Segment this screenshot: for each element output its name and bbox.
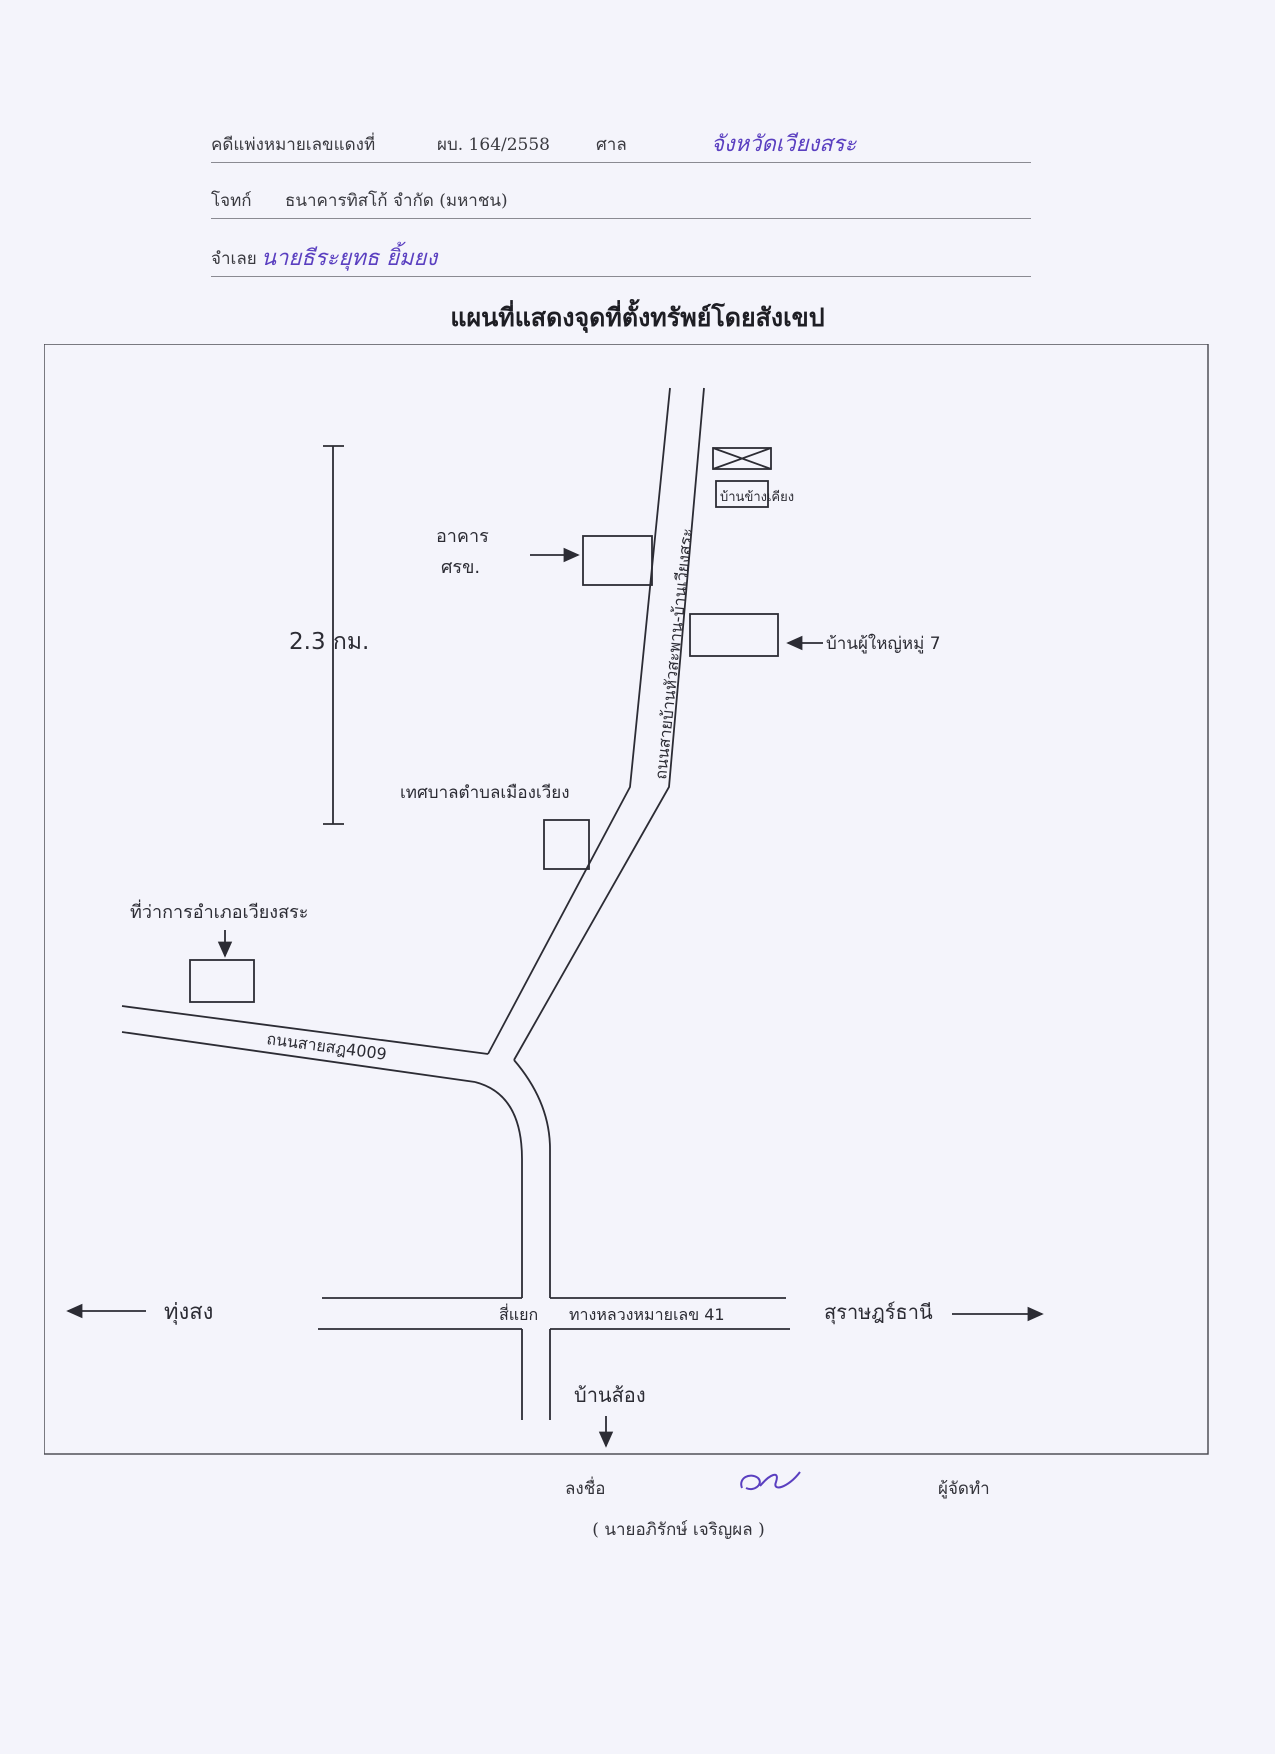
preparer-name: ( นายอภิรักษ์ เจริญผล ) [592,1520,765,1540]
neighbor-house-box [715,480,769,508]
case-number: ผบ. 164/2558 [437,135,550,155]
defendant-stamp: นายธีระยุทธ ยิ้มยง [261,246,438,271]
sign-label: ลงชื่อ [565,1479,606,1499]
village-head-label: บ้านผู้ใหญ่หมู่ 7 [826,633,941,654]
signature-mark [740,1471,801,1490]
court-label: ศาล [596,135,627,155]
defendant-field: จำเลย นายธีระยุทธ ยิ้มยง [211,236,1031,277]
preparer-role: ผู้จัดทำ [938,1479,990,1499]
district-office-label: ที่ว่าการอำเภอเวียงสระ [130,899,308,923]
scale-label: 2.3 กม. [289,629,369,655]
building-label: อาคาร [436,526,489,547]
property-plot [712,447,772,470]
east-direction-label: สุราษฎร์ธานี [824,1300,933,1325]
page-title: แผนที่แสดงจุดที่ตั้งทรัพย์โดยสังเขป [450,303,825,332]
main-road-edge-left [487,387,671,1055]
municipality-label: เทศบาลตำบลเมืองเวียง [400,783,570,803]
court-stamp: จังหวัดเวียงสระ [711,132,857,157]
case-label: คดีแพ่งหมายเลขแดงที่ [211,135,376,155]
village-head-house-box [689,613,779,657]
building-sub-label: ศรข. [441,557,480,578]
road-4009-label: ถนนสายสฎ4009 [265,1029,387,1064]
highway-41-label: ทางหลวงหมายเลข 41 [569,1305,725,1324]
building-box [582,535,653,586]
map-frame [44,344,1209,1455]
south-direction-label: บ้านส้อง [574,1383,646,1407]
plaintiff-name: ธนาคารทิสโก้ จำกัด (มหาชน) [285,191,508,211]
defendant-label: จำเลย [211,249,257,269]
connector-road-edge-right [513,1059,551,1298]
road-4009-edge-upper [121,1005,489,1055]
connector-road-edge-left [474,1081,523,1298]
main-road-edge-right [513,387,705,1061]
location-map: 2.3 กม. บ้านข้างเคียง อาคาร ศรข. บ้านผู้… [44,344,1209,1455]
district-office-box [189,959,255,1003]
west-direction-label: ทุ่งสง [164,1300,213,1325]
plaintiff-label: โจทก์ [211,191,252,211]
road-4009-edge-lower [121,1031,476,1083]
property-plot-cross [712,447,772,470]
case-number-field: คดีแพ่งหมายเลขแดงที่ ผบ. 164/2558 ศาล จั… [211,122,1031,163]
plaintiff-field: โจทก์ ธนาคารทิสโก้ จำกัด (มหาชน) [211,178,1031,219]
property-label: บ้านข้างเคียง [720,489,794,505]
scale-bar-ticks [323,445,344,825]
municipality-box [543,819,590,870]
intersection-label: สี่แยก [499,1303,538,1324]
